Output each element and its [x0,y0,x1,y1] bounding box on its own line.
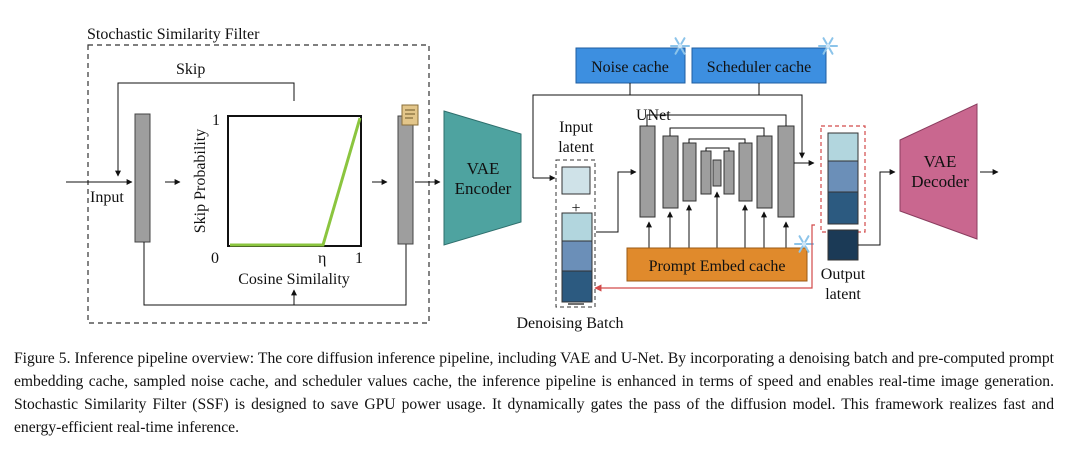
output-latent-label-2: latent [825,286,861,303]
unet-encoder-layer [639,125,656,218]
vae-encoder: VAE Encoder [443,110,522,246]
unet-encoder-layer [682,142,697,202]
output-latent-label-1: Output [821,266,866,283]
output-cell-1 [827,132,859,162]
arrow-to-decoder [858,169,896,246]
unet-decoder-layer [738,142,753,202]
output-cell-2 [827,160,859,193]
input-bar [134,113,151,243]
y-axis-max: 1 [212,112,220,129]
skip-label: Skip [176,61,205,78]
input-latent-cell [561,166,591,195]
skip-probability-curve [230,117,362,247]
denoising-batch-label: Denoising Batch [516,315,623,332]
final-output-latent [827,229,859,261]
prompt-embed-cache: Prompt Embed cache [626,235,814,282]
skip-probability-plot [227,115,362,247]
noise-path-arrow [532,94,805,178]
unet-decoder-layer [756,135,773,209]
vae-decoder: VAE Decoder [899,103,978,240]
batch-cell-1 [561,212,593,242]
unet-encoder-layer [662,135,679,209]
ssf-module: Stochastic Similarity Filter Skip Input … [66,26,441,324]
denoising-batch: + [555,159,596,308]
document-icon [401,104,419,126]
vae-encoder-label-2: Encoder [455,179,512,198]
output-cell-3 [827,191,859,225]
noise-cache: Noise cache [575,37,690,84]
arrow-to-unet [596,169,637,233]
x-axis-min: 0 [211,250,219,267]
prompt-embed-cache-label: Prompt Embed cache [649,258,786,275]
plus-sign: + [571,200,580,217]
vae-decoder-label-2: Decoder [911,172,969,191]
scheduler-cache: Scheduler cache [691,37,838,84]
input-latent-label-2: latent [558,139,594,156]
vae-encoder-label-1: VAE [467,159,500,178]
pipeline-diagram: Stochastic Similarity Filter Skip Input … [66,26,999,332]
x-axis-label: Cosine Similality [238,271,350,288]
batch-cell-3 [561,270,593,303]
similarity-feedback-line [143,242,407,306]
input-latent-label-1: Input [559,119,593,136]
figure-caption: Figure 5. Inference pipeline overview: T… [14,350,1054,436]
unet-skip-connection [646,114,787,126]
unet-decoder-layer [777,125,795,218]
x-axis-eta: η [318,250,326,267]
unet-bottleneck-layer [712,159,722,187]
y-axis-label: Skip Probability [192,129,209,233]
unet-skip-connection [705,147,730,151]
denoising-batch-border [555,159,596,308]
vae-decoder-label-1: VAE [924,152,957,171]
unet-block [639,114,795,218]
batch-cell-2 [561,240,593,272]
unet-skip-connection [688,138,746,143]
scheduler-cache-label: Scheduler cache [707,59,811,76]
ssf-dashed-border [87,44,430,324]
noise-cache-label: Noise cache [591,59,669,76]
denoising-feedback-arrow [594,224,815,292]
x-axis-max: 1 [355,250,363,267]
output-bar [397,115,414,245]
input-label: Input [90,189,124,206]
unet-bottleneck-layer [723,150,735,195]
prompt-embed-arrows [646,191,789,248]
unet-skip-connection [669,127,765,136]
skip-arrow [115,82,295,177]
ssf-title: Stochastic Similarity Filter [87,26,260,43]
output-latent-stack [820,125,866,261]
unet-bottleneck-layer [700,150,712,195]
